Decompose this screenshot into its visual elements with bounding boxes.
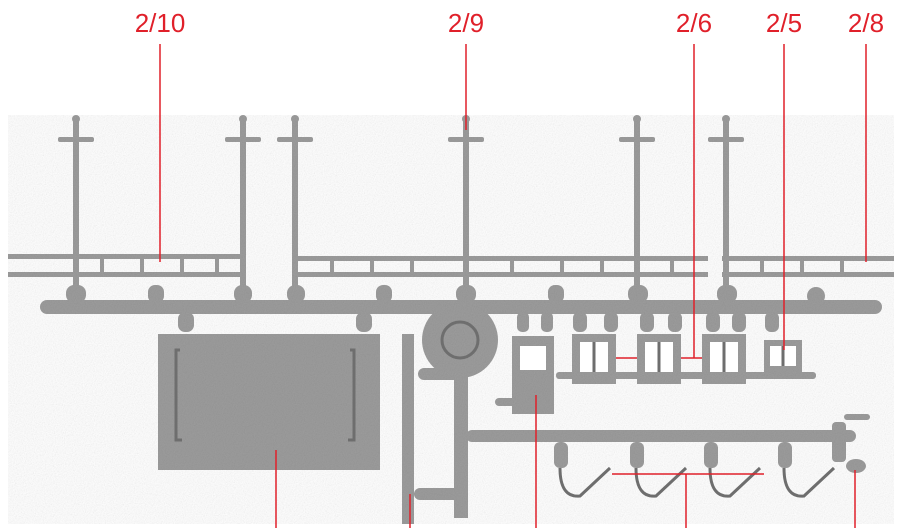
railing-parts xyxy=(8,254,894,277)
callout-2-9: 2/9 xyxy=(447,8,485,38)
lower-runner xyxy=(466,430,856,442)
vertical-strip xyxy=(402,334,414,524)
callout-leaders xyxy=(159,44,867,528)
lamp-crosses xyxy=(58,115,744,288)
sign-plate xyxy=(158,334,380,470)
callout-2-5: 2/5 xyxy=(765,8,803,38)
callout-2-6: 2/6 xyxy=(675,8,713,38)
lamp-brackets xyxy=(554,414,870,473)
runner-gates xyxy=(66,285,825,332)
callout-2-10: 2/10 xyxy=(134,8,186,38)
callout-2-8: 2/8 xyxy=(847,8,885,38)
runner-hub xyxy=(422,302,498,378)
